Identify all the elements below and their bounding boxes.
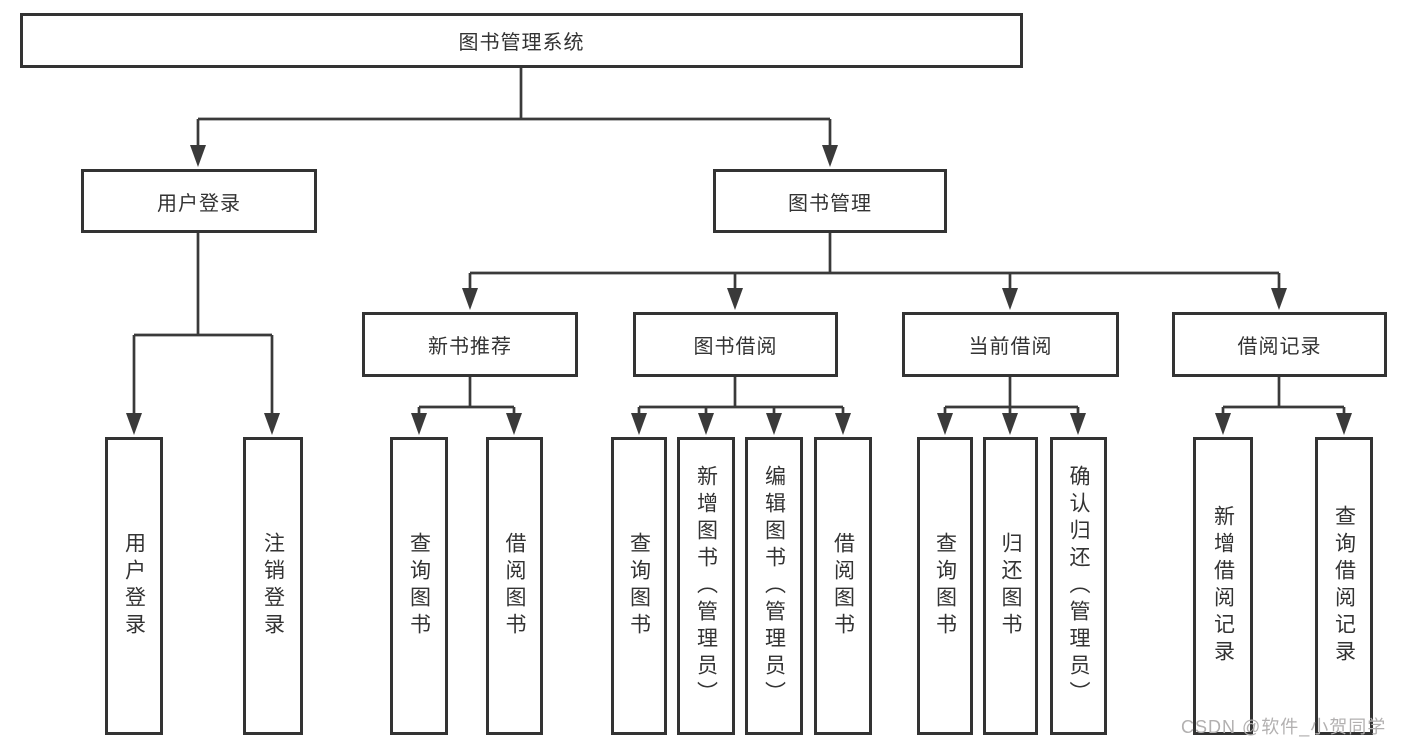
leaf-query-borrow-record: 查询借阅记录 (1315, 437, 1373, 735)
leaf-edit-book-admin-label: 编辑图书（管理员） (762, 464, 786, 708)
leaf-return-books-label: 归还图书 (999, 532, 1022, 640)
leaf-logout: 注销登录 (243, 437, 303, 735)
node-new-book-recommend-label: 新书推荐 (428, 336, 512, 358)
node-borrow-records: 借阅记录 (1172, 312, 1387, 377)
node-book-borrow-label: 图书借阅 (693, 336, 778, 358)
leaf-confirm-return-admin-label: 确认归还（管理员） (1067, 464, 1090, 708)
leaf-add-book-admin: 新增图书（管理员） (677, 437, 735, 735)
leaf-query-borrow-record-label: 查询借阅记录 (1332, 505, 1356, 667)
leaf-user-login-label: 用户登录 (122, 532, 146, 640)
node-book-borrow: 图书借阅 (633, 312, 838, 377)
leaf-borrow-books-recommend-label: 借阅图书 (503, 532, 526, 640)
node-user-login-label: 用户登录 (157, 192, 241, 215)
leaf-add-book-admin-label: 新增图书（管理员） (694, 464, 718, 708)
node-user-login: 用户登录 (81, 169, 317, 233)
node-root-label: 图书管理系统 (458, 32, 585, 54)
leaf-query-books-borrow-label: 查询图书 (627, 532, 651, 640)
node-root-system: 图书管理系统 (20, 13, 1023, 68)
leaf-borrow-books-recommend: 借阅图书 (486, 437, 543, 735)
node-book-management: 图书管理 (713, 169, 947, 233)
leaf-logout-label: 注销登录 (261, 532, 285, 640)
node-book-management-label: 图书管理 (788, 192, 872, 215)
csdn-watermark: CSDN @软件_小贺同学 (1181, 717, 1387, 737)
node-new-book-recommend: 新书推荐 (362, 312, 578, 377)
leaf-confirm-return-admin: 确认归还（管理员） (1050, 437, 1107, 735)
leaf-query-books-recommend-label: 查询图书 (407, 532, 431, 640)
leaf-edit-book-admin: 编辑图书（管理员） (745, 437, 803, 735)
leaf-query-books-recommend: 查询图书 (390, 437, 448, 735)
leaf-add-borrow-record-label: 新增借阅记录 (1211, 505, 1235, 667)
leaf-user-login: 用户登录 (105, 437, 163, 735)
node-current-borrow: 当前借阅 (902, 312, 1119, 377)
leaf-return-books: 归还图书 (983, 437, 1038, 735)
leaf-borrow-books-label: 借阅图书 (831, 532, 855, 640)
leaf-query-books-borrow: 查询图书 (611, 437, 667, 735)
node-borrow-records-label: 借阅记录 (1237, 336, 1322, 358)
leaf-query-books-current-label: 查询图书 (933, 532, 957, 640)
node-current-borrow-label: 当前借阅 (968, 336, 1053, 358)
leaf-borrow-books: 借阅图书 (814, 437, 872, 735)
leaf-add-borrow-record: 新增借阅记录 (1193, 437, 1253, 735)
leaf-query-books-current: 查询图书 (917, 437, 973, 735)
